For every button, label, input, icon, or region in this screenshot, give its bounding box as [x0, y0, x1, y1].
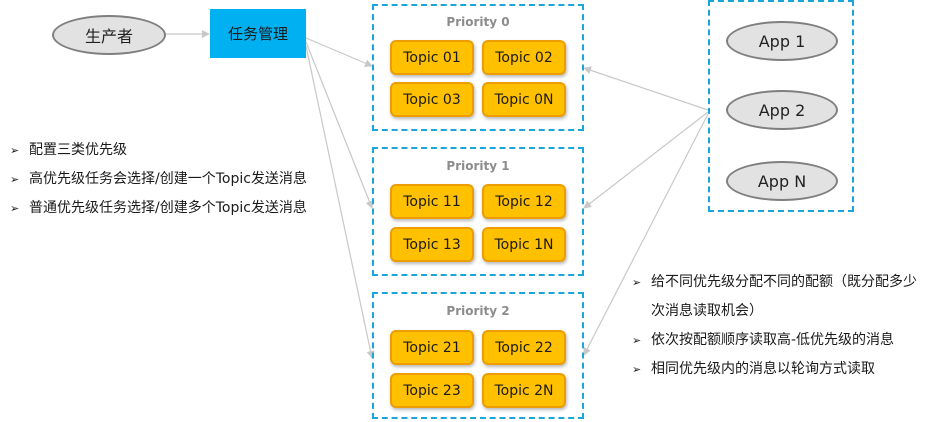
- priority-group-0: Priority 0 Topic 01 Topic 02 Topic 03 To…: [372, 4, 584, 131]
- note-item: 给不同优先级分配不同的配额（既分配多少次消息读取机会）: [632, 268, 928, 326]
- priority-group-1: Priority 1 Topic 11 Topic 12 Topic 13 To…: [372, 147, 584, 276]
- note-item: 相同优先级内的消息以轮询方式读取: [632, 355, 928, 384]
- topic-box: Topic 02: [482, 40, 566, 75]
- priority-group-title: Priority 2: [446, 304, 510, 318]
- app-label: App 1: [758, 31, 806, 51]
- app-node: App N: [726, 161, 838, 201]
- task-manager-label: 任务管理: [227, 25, 288, 43]
- app-label: App 2: [758, 100, 806, 120]
- right-notes-list: 给不同优先级分配不同的配额（既分配多少次消息读取机会） 依次按配额顺序读取高-低…: [632, 268, 928, 384]
- topic-box: Topic 2N: [482, 373, 566, 408]
- priority-group-title: Priority 1: [446, 159, 510, 173]
- app-label: App N: [757, 171, 807, 191]
- arrow-apps-to-priority-1: [583, 111, 709, 209]
- priority-group-title: Priority 0: [446, 15, 510, 29]
- topic-box: Topic 13: [390, 227, 474, 262]
- producer-label: 生产者: [84, 27, 133, 46]
- topic-box: Topic 22: [482, 330, 566, 365]
- arrow-task-to-priority-2: [305, 45, 375, 359]
- left-notes-list: 配置三类优先级 高优先级任务会选择/创建一个Topic发送消息 普通优先级任务选…: [10, 136, 310, 223]
- topic-box: Topic 03: [390, 82, 474, 117]
- app-node: App 1: [726, 21, 838, 61]
- producer-node: 生产者: [52, 15, 166, 55]
- task-manager-node: 任务管理: [210, 9, 306, 58]
- arrow-apps-to-priority-0: [583, 66, 709, 111]
- priority-group-2: Priority 2 Topic 21 Topic 22 Topic 23 To…: [372, 292, 584, 419]
- topic-box: Topic 21: [390, 330, 474, 365]
- topic-box: Topic 11: [390, 184, 474, 219]
- arrow-task-to-priority-0: [305, 37, 373, 67]
- note-item: 依次按配额顺序读取高-低优先级的消息: [632, 326, 928, 355]
- topic-box: Topic 01: [390, 40, 474, 75]
- note-item: 普通优先级任务选择/创建多个Topic发送消息: [10, 194, 310, 223]
- topic-box: Topic 0N: [482, 82, 566, 117]
- note-item: 配置三类优先级: [10, 136, 310, 165]
- topic-box: Topic 12: [482, 184, 566, 219]
- arrow-task-to-priority-1: [305, 41, 374, 209]
- topic-box: Topic 1N: [482, 227, 566, 262]
- app-node: App 2: [726, 90, 838, 130]
- apps-group: App 1 App 2 App N: [708, 0, 854, 212]
- topic-box: Topic 23: [390, 373, 474, 408]
- note-item: 高优先级任务会选择/创建一个Topic发送消息: [10, 165, 310, 194]
